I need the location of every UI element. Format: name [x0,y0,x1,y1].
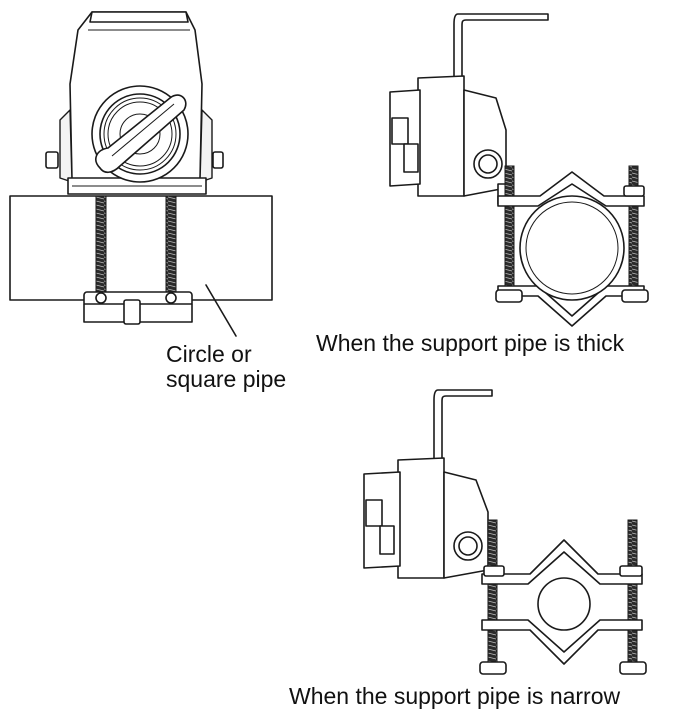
thick-pipe-caption: When the support pipe is thick [316,330,625,356]
threaded-bolt-thick-left [504,165,515,291]
pipe-leader-line [205,284,237,337]
mount-top-cap [89,11,189,23]
threaded-bolt-thick-right [628,165,639,291]
side-view-narrow-pipe [363,389,647,675]
pivot-knob-narrow [453,531,483,561]
threaded-bolt-left [95,195,107,295]
pipe-type-label-line1: Circle or [166,341,252,367]
v-clamp-top-thick [497,171,645,207]
pipe-type-label-line2: square pipe [166,366,287,392]
narrow-pipe [537,577,591,631]
support-pipe-front [9,195,273,301]
wing-handle [95,94,187,174]
pivot-knob-thick [473,149,503,179]
threaded-bolt-narrow-right [627,519,638,667]
narrow-pipe-caption: When the support pipe is narrow [289,683,621,709]
threaded-bolt-narrow-left [487,519,498,667]
front-view-mount [9,11,273,337]
l-bracket-thick [453,13,549,97]
v-clamp-top-narrow [481,539,643,585]
thick-pipe [519,195,625,301]
side-view-thick-pipe [389,13,649,327]
v-clamp-bottom-narrow [481,619,643,665]
threaded-bolt-right [165,195,177,295]
